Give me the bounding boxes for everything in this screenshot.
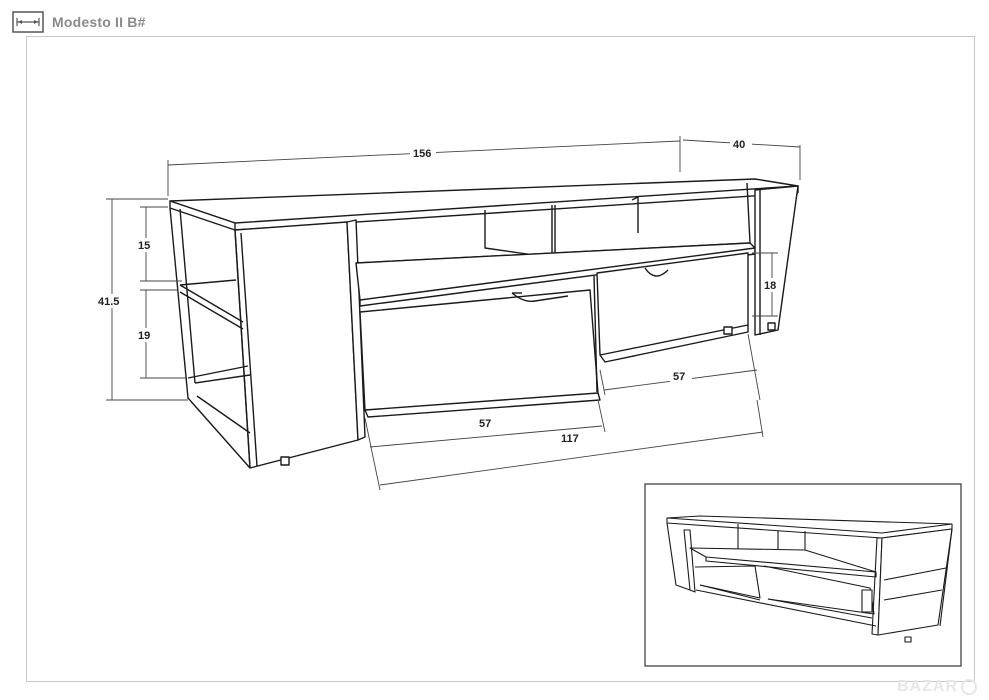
center-divider [346,219,366,441]
right-side-panel [754,185,799,336]
right-drawer-front [596,252,749,356]
left-drawer-front [359,289,599,411]
dim-height-label: 41.5 [98,296,119,308]
top-panel [169,178,799,224]
header: Modesto II B# [12,8,146,36]
left-shelf-lower [187,365,249,379]
dim-total-drawers-label: 117 [561,433,579,445]
left-shelf-upper [179,284,244,323]
dim-width-label: 156 [413,148,431,160]
drawing-frame [26,36,975,682]
inset-tv-stand [666,515,953,643]
back-shelf-edge [484,205,556,259]
drawing-logo-icon [12,11,44,33]
dim-drawer-left-label: 57 [479,418,491,430]
left-side-back [169,207,251,469]
dim-shelf-bottom-label: 19 [138,330,150,342]
right-foot [767,322,776,331]
dim-shelf-top-label: 15 [138,240,150,252]
center-foot [723,326,733,335]
dimension-labels: 156 40 41.5 15 19 18 57 57 117 [96,137,782,445]
drawing-title: Modesto II B# [52,14,146,30]
tv-stand-main [169,178,799,469]
watermark: BAZAR [897,678,977,696]
watermark-icon [961,678,977,695]
left-foot [280,456,290,466]
watermark-text: BAZAR [897,678,958,695]
left-front-panel [234,221,359,469]
dim-depth-label: 40 [733,139,745,151]
dim-drawer-height-label: 18 [764,280,776,292]
dim-drawer-right-label: 57 [673,371,685,383]
